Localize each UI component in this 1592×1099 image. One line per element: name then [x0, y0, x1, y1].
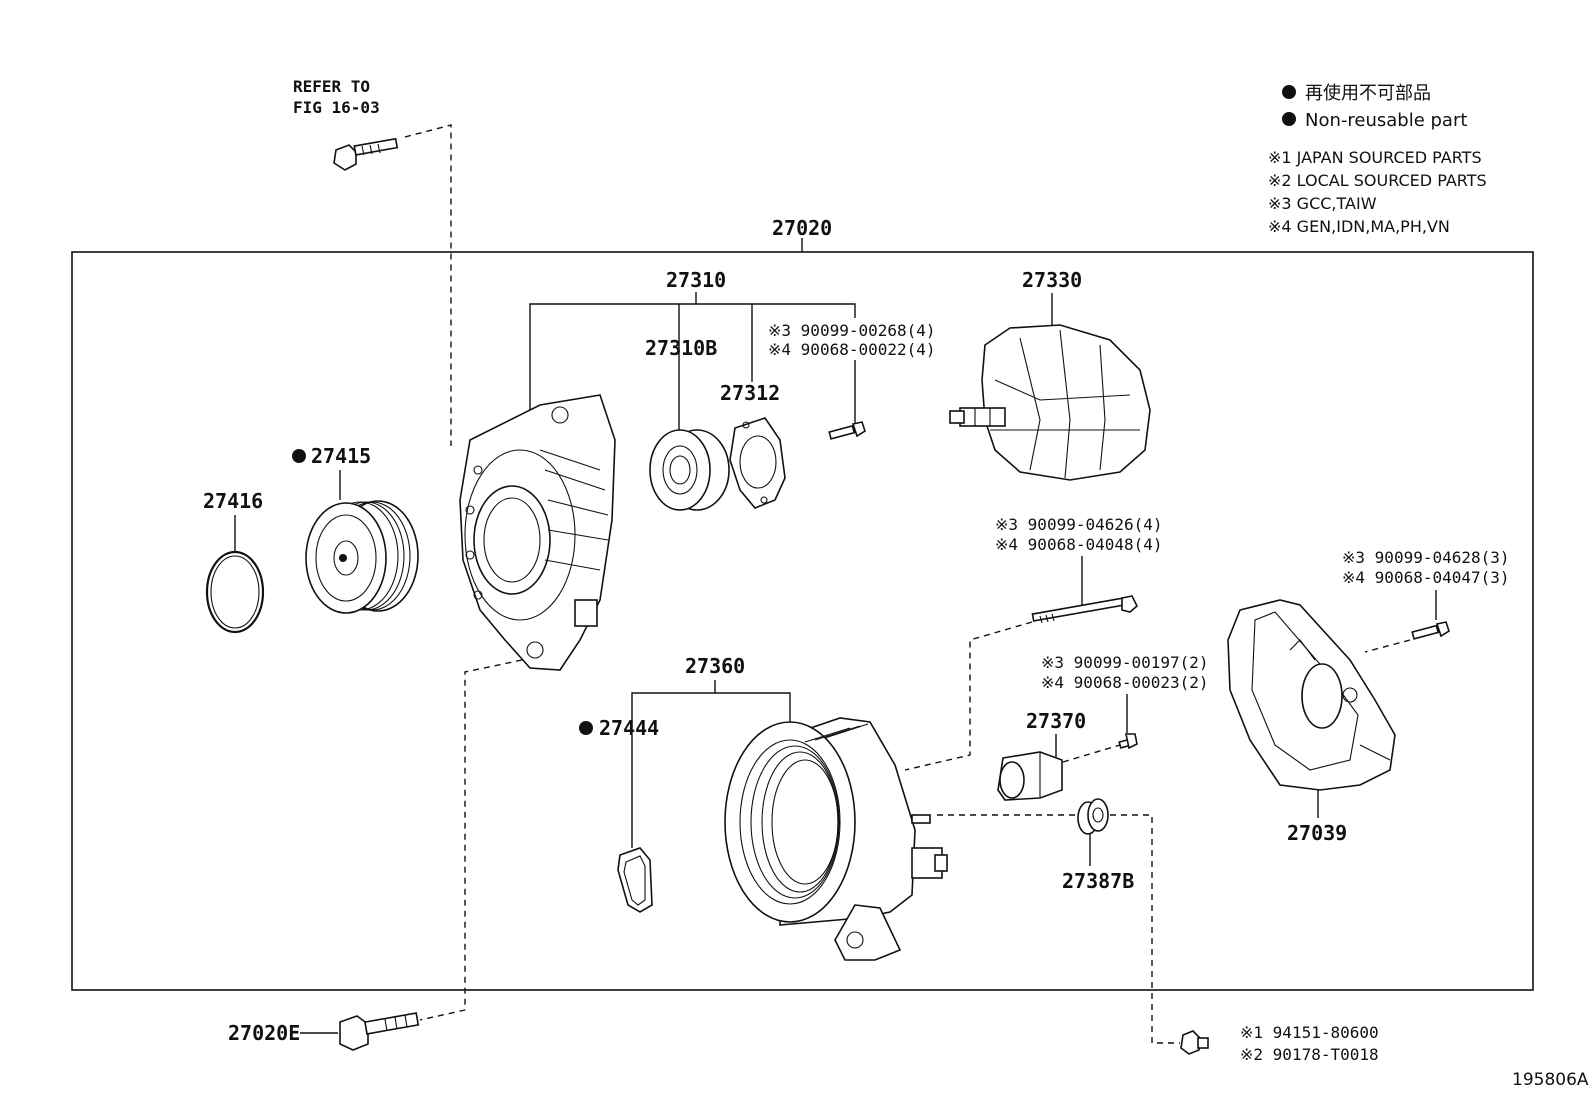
- legend-note-1: ※1 JAPAN SOURCED PARTS: [1268, 148, 1482, 167]
- figure-code: 195806A: [1512, 1070, 1589, 1090]
- ref-screw-d1[interactable]: ※3 90099-00197(2): [1041, 653, 1209, 672]
- legend-note-4: ※4 GEN,IDN,MA,PH,VN: [1268, 217, 1450, 236]
- refer-to-label[interactable]: REFER TO: [293, 77, 370, 96]
- part-label-27416[interactable]: 27416: [203, 489, 263, 513]
- non-reusable-dot-icon: [579, 721, 593, 735]
- ref-bolt-c2[interactable]: ※4 90068-04047(3): [1342, 568, 1510, 587]
- nut-part[interactable]: [1180, 1030, 1209, 1055]
- legend-non-reusable-jp: 再使用不可部品: [1305, 83, 1431, 104]
- screw-part[interactable]: [828, 421, 866, 440]
- insulator-27387B[interactable]: [1077, 798, 1109, 835]
- part-label-27415[interactable]: 27415: [311, 444, 371, 468]
- drive-end-frame-27310[interactable]: [459, 394, 616, 671]
- part-label-27360[interactable]: 27360: [685, 654, 745, 678]
- non-reusable-dot-icon: [292, 449, 306, 463]
- legend-note-2: ※2 LOCAL SOURCED PARTS: [1268, 171, 1487, 190]
- retainer-plate-27312[interactable]: [729, 417, 786, 509]
- part-label-27020[interactable]: 27020: [772, 216, 832, 240]
- ref-nut-e2[interactable]: ※2 90178-T0018: [1240, 1045, 1379, 1064]
- pulley-27415[interactable]: [305, 500, 419, 614]
- legend-note-3: ※3 GCC,TAIW: [1268, 194, 1377, 213]
- ref-nut-e1[interactable]: ※1 94151-80600: [1240, 1023, 1379, 1042]
- brush-holder-27370[interactable]: [997, 751, 1063, 801]
- part-label-27387B[interactable]: 27387B: [1062, 869, 1134, 893]
- part-label-27330[interactable]: 27330: [1022, 268, 1082, 292]
- seal-27444[interactable]: [617, 847, 653, 913]
- ref-bolt-b1[interactable]: ※3 90099-04626(4): [995, 515, 1163, 534]
- ref-bolt-c1[interactable]: ※3 90099-04628(3): [1342, 548, 1510, 567]
- non-reusable-dot-icon: [1282, 112, 1296, 126]
- bearing-27310B[interactable]: [649, 429, 730, 511]
- through-bolt-part[interactable]: [1031, 595, 1138, 624]
- legend-non-reusable-en: Non-reusable part: [1305, 110, 1467, 131]
- rotor-27330[interactable]: [949, 324, 1151, 481]
- part-label-27370[interactable]: 27370: [1026, 709, 1086, 733]
- ref-screw-a2[interactable]: ※4 90068-00022(4): [768, 340, 936, 359]
- top-bolt-part[interactable]: [333, 137, 399, 171]
- part-label-27310[interactable]: 27310: [666, 268, 726, 292]
- ref-bolt-b2[interactable]: ※4 90068-04048(4): [995, 535, 1163, 554]
- part-label-27020E[interactable]: 27020E: [228, 1021, 300, 1045]
- brush-holder-screw-part[interactable]: [1118, 733, 1138, 750]
- ref-screw-a1[interactable]: ※3 90099-00268(4): [768, 321, 936, 340]
- part-label-27312[interactable]: 27312: [720, 381, 780, 405]
- part-label-27444[interactable]: 27444: [599, 716, 659, 740]
- non-reusable-dot-icon: [1282, 85, 1296, 99]
- ref-screw-d2[interactable]: ※4 90068-00023(2): [1041, 673, 1209, 692]
- o-ring-27416[interactable]: [205, 550, 265, 634]
- cover-bolt-part[interactable]: [1411, 621, 1450, 640]
- rear-cover-27039[interactable]: [1227, 599, 1396, 791]
- part-label-27310B[interactable]: 27310B: [645, 336, 717, 360]
- stator-27360[interactable]: [724, 717, 948, 961]
- legend: 再使用不可部品 Non-reusable part ※1 JAPAN SOURC…: [1268, 83, 1487, 236]
- part-label-27039[interactable]: 27039: [1287, 821, 1347, 845]
- refer-fig-label[interactable]: FIG 16-03: [293, 98, 380, 117]
- bolt-27020E[interactable]: [339, 1012, 420, 1051]
